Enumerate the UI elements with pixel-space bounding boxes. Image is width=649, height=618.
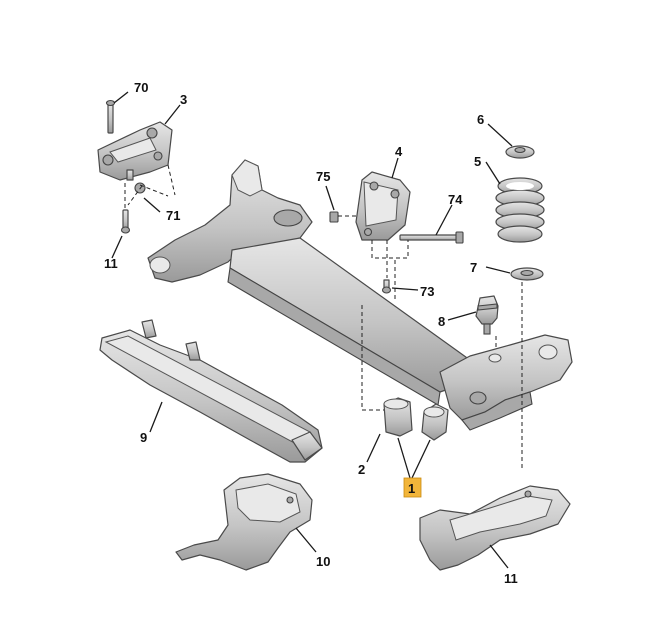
spring-upper-seat[interactable] [505,145,535,159]
callout-2: 2 [358,462,365,477]
callout-1-highlight [403,477,422,498]
left-mounting-bracket[interactable] [97,121,173,181]
callout-8: 8 [438,314,445,329]
callout-6: 6 [477,112,484,127]
callout-71: 70 [134,80,148,95]
bump-stop[interactable] [475,295,499,335]
callout-7: 7 [470,260,477,275]
callout-labels: 70 3 71 11 4 75 74 73 6 5 7 8 9 2 1 10 1… [104,80,518,586]
callout-72: 71 [166,208,180,223]
callout-9: 9 [140,430,147,445]
underbody-shield-11[interactable] [419,485,571,571]
right-mounting-bracket[interactable] [355,171,411,241]
callout-70: 11 [104,256,118,271]
bushing-2[interactable] [383,397,413,437]
coil-spring[interactable] [495,177,545,243]
callout-73: 73 [420,284,434,299]
bolt-73[interactable] [381,279,392,294]
bolt-70[interactable] [120,209,131,234]
callout-11: 11 [504,571,518,586]
leader-lines [111,91,513,569]
callout-5: 5 [474,154,481,169]
callout-1: 1 [408,481,415,496]
callout-3: 3 [180,92,187,107]
bushing-1[interactable] [421,403,449,441]
callout-74: 74 [448,192,463,207]
callout-75: 75 [316,169,330,184]
nut-75[interactable] [329,211,339,223]
spring-lower-seat[interactable] [510,267,544,281]
callout-10: 10 [316,554,330,569]
callout-4: 4 [395,144,403,159]
heat-shield-9[interactable] [99,319,323,463]
underbody-shield-10[interactable] [175,473,313,571]
bolt-71[interactable] [105,99,116,134]
bolt-74[interactable] [399,231,464,244]
